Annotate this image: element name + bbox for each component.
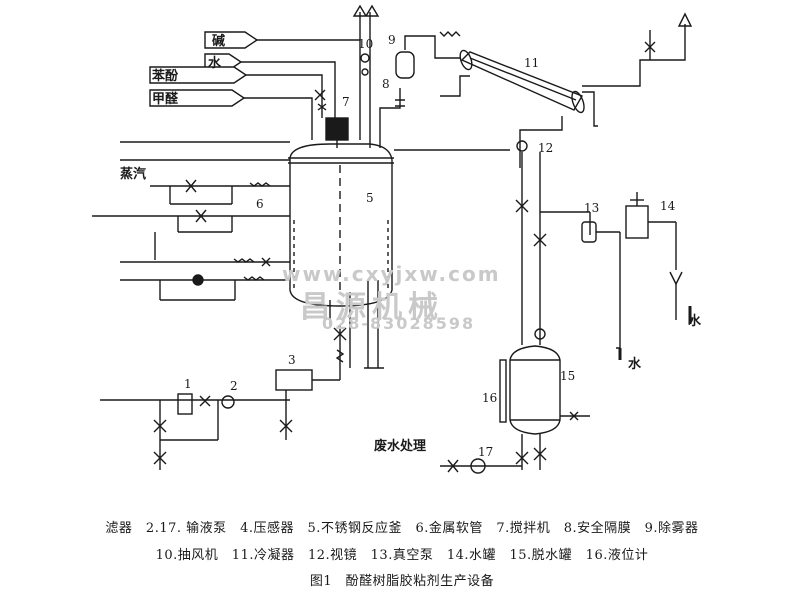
condenser-11	[440, 12, 693, 168]
legend-line-1: 滤器 2.17. 输液泵 4.压感器 5.不锈钢反应釜 6.金属软管 7.搅拌机…	[105, 521, 699, 536]
watermark-url: www.cxyjxw.com	[282, 262, 501, 286]
input-lines	[232, 12, 371, 148]
pump-17	[440, 458, 522, 474]
vent-arrows	[352, 4, 380, 17]
steam-label: 蒸汽	[120, 166, 146, 182]
label-8: 8	[382, 77, 390, 91]
label-11: 11	[524, 56, 539, 70]
stirrer-7	[325, 117, 349, 148]
legend-line-2: 10.抽风机 11.冷凝器 12.视镜 13.真空泵 14.水罐 15.脱水罐 …	[155, 548, 649, 563]
watermark-brand: 昌源机械	[300, 290, 444, 325]
pressure-sensor-3	[275, 325, 347, 391]
dewater-tank-15	[499, 328, 590, 470]
label-3: 3	[288, 353, 296, 367]
label-5: 5	[366, 191, 374, 205]
input-arrows	[149, 31, 259, 107]
water-tank-14	[625, 192, 683, 320]
wastewater-label: 废水处理	[374, 438, 426, 454]
input-phenol-label: 苯酚	[151, 68, 179, 84]
label-1: 1	[184, 377, 192, 391]
reactor-5	[288, 143, 394, 369]
label-10: 10	[358, 37, 373, 51]
label-15: 15	[560, 369, 575, 383]
label-2: 2	[230, 379, 238, 393]
label-6: 6	[256, 197, 264, 211]
watermark-phone: 028-83028598	[322, 314, 476, 333]
label-13: 13	[584, 201, 599, 215]
water-outlet-label-1: 水	[688, 313, 702, 329]
sight-glass-12	[394, 140, 591, 345]
label-16: 16	[482, 391, 497, 405]
label-7: 7	[342, 95, 350, 109]
vapour-line	[379, 31, 461, 148]
label-9: 9	[388, 33, 396, 47]
vacuum-pump-13	[581, 221, 621, 349]
label-14: 14	[660, 199, 676, 213]
steam-lines	[92, 141, 290, 301]
label-12: 12	[538, 141, 553, 155]
input-water-label: 水	[208, 55, 222, 71]
input-alkali-label: 碱	[212, 33, 225, 49]
label-17: 17	[478, 445, 493, 459]
input-formaldehyde-label: 甲醛	[152, 91, 179, 107]
figure-caption: 图1 酚醛树脂胶粘剂生产设备	[309, 574, 495, 589]
water-outlet-label-2: 水	[628, 356, 642, 372]
filter-pump-group	[100, 390, 293, 470]
